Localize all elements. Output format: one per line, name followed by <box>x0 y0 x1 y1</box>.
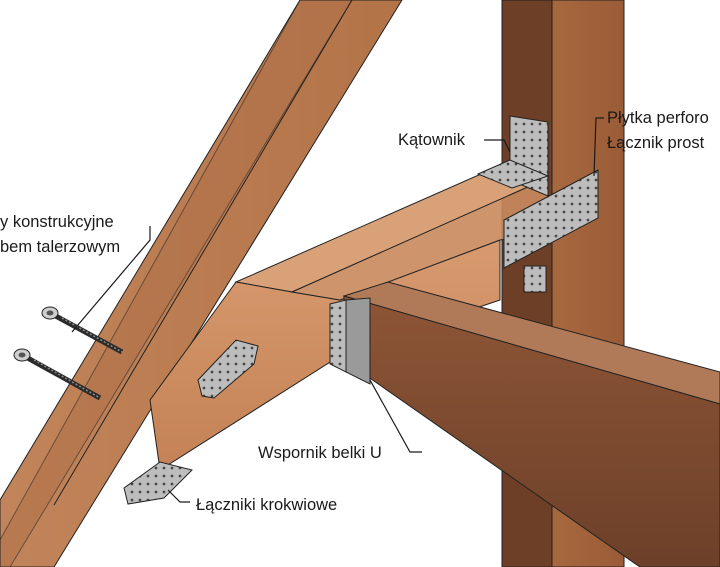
perforated-plate <box>503 169 599 293</box>
screw-lower <box>13 348 102 401</box>
callout-labels: Kątownik Płytka perforo Łącznik prost y … <box>0 109 709 514</box>
label-plytka-line2: Łącznik prost <box>607 134 705 152</box>
label-wspornik: Wspornik belki U <box>258 444 382 462</box>
label-wkrety-line1: y konstrukcyjne <box>0 213 114 231</box>
structural-screws <box>13 306 124 401</box>
label-wkrety-line2: bem talerzowym <box>0 238 120 256</box>
diagonal-rafter <box>0 0 403 567</box>
leader-lines <box>71 117 604 503</box>
label-katownik: Kątownik <box>398 131 466 149</box>
label-laczniki: Łączniki krokwiowe <box>196 496 337 514</box>
angle-bracket <box>476 115 550 197</box>
horizontal-beam <box>342 281 720 567</box>
rafter-connectors <box>123 339 259 505</box>
screw-upper <box>41 306 124 355</box>
u-beam-hanger <box>329 297 371 385</box>
label-plytka-line1: Płytka perforo <box>607 109 709 127</box>
